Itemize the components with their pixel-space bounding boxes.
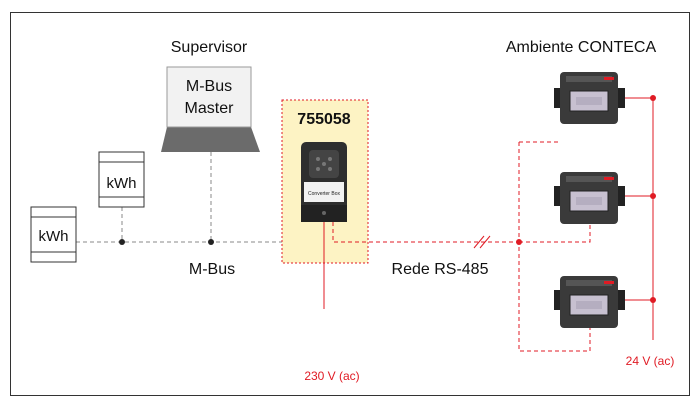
converter-box-label: Converter Box <box>308 191 340 197</box>
v24-dot <box>650 95 656 101</box>
ambiente-label: Ambiente CONTECA <box>506 39 657 56</box>
mbus-master: M-Bus Master <box>161 66 260 152</box>
converter-device: Converter Box <box>301 142 347 222</box>
kwh-meter-2: kWh <box>98 151 145 208</box>
converter-code: 755058 <box>297 111 350 128</box>
v230-label: 230 V (ac) <box>304 369 359 383</box>
master-label-line1: M-Bus <box>186 78 232 95</box>
junction-dot <box>119 239 125 245</box>
conteca-device-3 <box>554 276 625 328</box>
v24-dot <box>650 297 656 303</box>
supervisor-label: Supervisor <box>171 39 248 56</box>
v24-label: 24 V (ac) <box>626 354 675 368</box>
power-24v-lines <box>622 97 654 340</box>
converter-area: 755058 Converter Box <box>281 99 369 264</box>
v24-dot <box>650 193 656 199</box>
rs485-lines <box>332 141 591 352</box>
conteca-device-1 <box>554 72 625 124</box>
rs485-junction <box>516 239 522 245</box>
rs485-label: Rede RS-485 <box>392 261 489 278</box>
junction-dot <box>208 239 214 245</box>
mbus-label: M-Bus <box>189 261 235 278</box>
conteca-device-2 <box>554 172 625 224</box>
rs485-break-marks <box>473 235 491 249</box>
kwh-label-2: kWh <box>107 175 137 192</box>
kwh-label-1: kWh <box>39 228 69 245</box>
kwh-meter-1: kWh <box>30 206 77 263</box>
master-label-line2: Master <box>185 100 235 117</box>
